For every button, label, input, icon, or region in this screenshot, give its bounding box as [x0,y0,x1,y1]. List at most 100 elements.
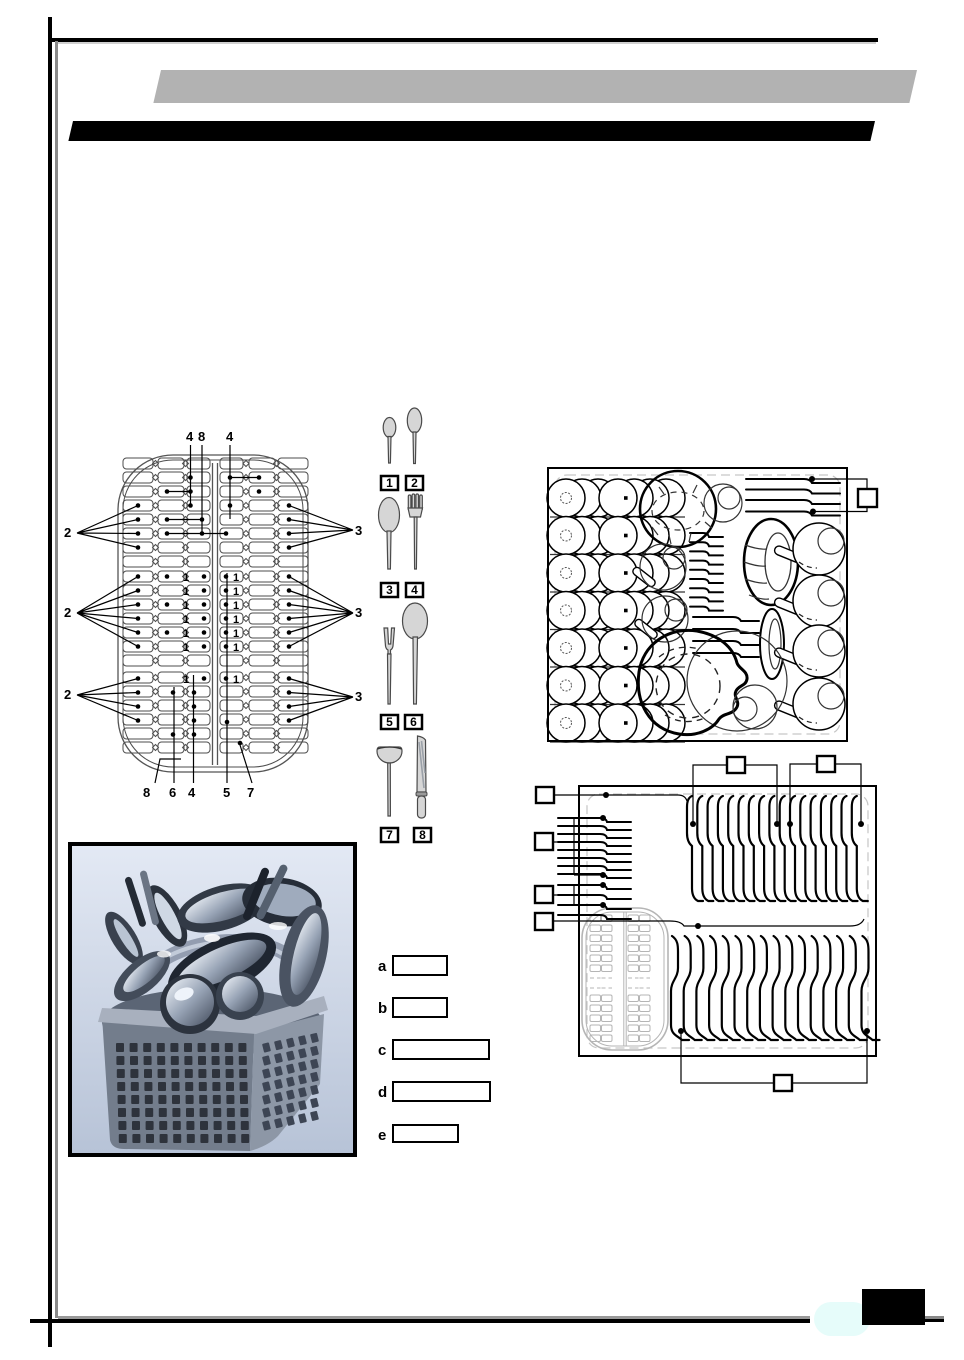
key-box-3 [379,581,400,599]
svg-text:1: 1 [183,600,189,612]
cutlery-key: 1 2 3 4 5 6 7 8 [376,407,433,844]
legend-box-c [392,1039,490,1060]
upper-rack-callout [809,476,879,515]
rack-comb-rows [689,532,760,658]
section-title-bar-black [68,121,876,141]
svg-text:1: 1 [233,586,239,598]
left-cups [632,543,689,643]
basket-label-left-2c: 2 [64,687,72,702]
plate-stacks [546,478,686,743]
svg-text:1: 1 [233,572,239,584]
lower-rack-cutlery-basket [581,907,669,1051]
basket-label-top-8: 8 [198,429,206,444]
legend-box-a [392,955,448,976]
legend-letter-e: e [378,1127,387,1144]
lower-rack-label-box-left-1 [534,785,556,805]
lower-rack-callouts [533,754,870,1093]
svg-text:1: 1 [183,614,189,626]
key-num-1: 1 [386,476,393,490]
svg-text:1: 1 [233,628,239,640]
cutlery-basket-photo [72,846,353,1153]
legend-box-d [392,1081,491,1102]
svg-text:1: 1 [233,600,239,612]
key-box-5 [379,713,400,731]
page-bottom-rule-right [925,1319,944,1322]
legend-letter-c: c [378,1042,387,1059]
key-box-7 [379,826,400,844]
lower-rack-label-box-top-1 [725,755,747,775]
section-title-bar-gray [153,70,917,103]
photo-cutlery-pile [105,864,329,1034]
dessert-spoon-icon [406,407,423,465]
page-bottom-gray-rule [58,1316,810,1319]
page-bottom-rule [30,1319,810,1323]
cutlery-basket-photo-frame [68,842,357,1157]
basket-label-bottom-7: 7 [247,785,255,800]
svg-text:1: 1 [233,674,239,686]
svg-text:1: 1 [183,572,189,584]
oval-tureen [742,517,800,607]
basket-label-right-3b: 3 [355,605,363,620]
page-top-rule [48,38,878,42]
svg-text:1: 1 [183,674,189,686]
basket-label-right-3a: 3 [355,523,363,538]
knife-icon [415,735,428,819]
basket-label-bottom-8: 8 [143,785,151,800]
footer-pill [814,1302,870,1336]
key-num-6: 6 [410,715,417,729]
cocktail-fork-icon [383,627,396,705]
upper-rack-border [547,467,848,742]
lower-rack-diagram [533,754,881,1093]
svg-text:1: 1 [183,628,189,640]
page-bottom-gray-rule-right [925,1316,944,1319]
lower-rack-plate-teeth [669,794,881,1042]
top-comb-rows [745,478,841,517]
lower-rack-label-box-left-3 [533,884,555,905]
lower-rack-left-combs [557,817,632,920]
legend-box-e [392,1124,459,1143]
key-box-4 [404,581,425,599]
key-box-8 [412,826,433,844]
lower-rack-label-box-left-4 [533,911,555,932]
top-cup [703,483,743,523]
lower-rack-label-box-top-2 [815,754,837,774]
svg-text:1: 1 [183,642,189,654]
oval-dish [759,608,785,680]
lower-rack-label-box-bottom [772,1073,794,1093]
page-inner-gray-rule-top [58,42,876,44]
basket-label-bottom-6: 6 [169,785,177,800]
basket-slot-grid [122,457,309,754]
key-num-5: 5 [386,715,393,729]
legend-box-b [392,997,448,1018]
legend-letter-d: d [378,1084,388,1101]
lower-rack-border [578,785,877,1057]
basket-label-right-3c: 3 [355,689,363,704]
right-cups [773,522,846,731]
page-inner-gray-rule-vertical [55,41,58,1318]
ladle-icon [376,746,403,817]
lower-rack-label-box-left-2 [533,831,555,852]
basket-label-bottom-5: 5 [223,785,231,800]
legend-letter-a: a [378,958,387,975]
key-num-7: 7 [386,828,393,842]
teaspoon-icon [382,416,397,464]
basket-label-top-4a: 4 [186,429,194,444]
basket-mesh-holes [116,1032,319,1143]
upper-rack-label-box [856,487,879,509]
soup-spoon-icon [377,496,401,570]
key-box-2 [404,474,425,492]
pan-group [636,628,788,737]
key-num-4: 4 [411,583,418,597]
basket-label-left-2b: 2 [64,605,72,620]
basket-label-left-2a: 2 [64,525,72,540]
serving-spoon-icon [401,602,429,705]
key-num-8: 8 [419,828,426,842]
basket-dot-markers [135,475,292,746]
key-box-1 [379,474,400,492]
key-num-2: 2 [411,476,418,490]
key-num-3: 3 [386,583,393,597]
page-number-box [862,1289,925,1325]
